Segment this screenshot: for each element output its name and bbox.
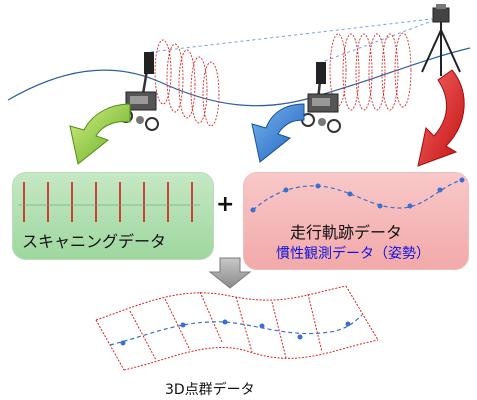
scanning-data-label: スキャニングデータ [22,232,167,251]
point-cloud-label: 3D点群データ [165,382,255,398]
travel-path-curve [7,47,471,107]
trajectory-data-box [243,172,469,270]
scanner-cart-right-icon [301,61,341,133]
blue-arrow-icon [251,103,305,163]
total-station-icon [421,4,461,76]
imu-data-label: 慣性観測データ（姿勢） [276,246,430,262]
red-arrow-icon [417,69,465,167]
point-cloud-trajectory [109,314,363,346]
trajectory-wave [252,179,463,211]
scan-lines-overlay [23,182,193,222]
scan-spiral-right [329,32,412,111]
scan-spiral-left [154,39,220,127]
trajectory-dots [250,177,465,213]
trajectory-data-label: 走行軌跡データ [290,223,403,242]
point-cloud-mesh [95,285,379,371]
scanning-data-box [12,172,214,260]
plus-sign: + [216,192,235,217]
point-cloud-dots [120,319,351,346]
green-arrow-icon [69,103,131,165]
down-arrow-icon [208,257,252,289]
